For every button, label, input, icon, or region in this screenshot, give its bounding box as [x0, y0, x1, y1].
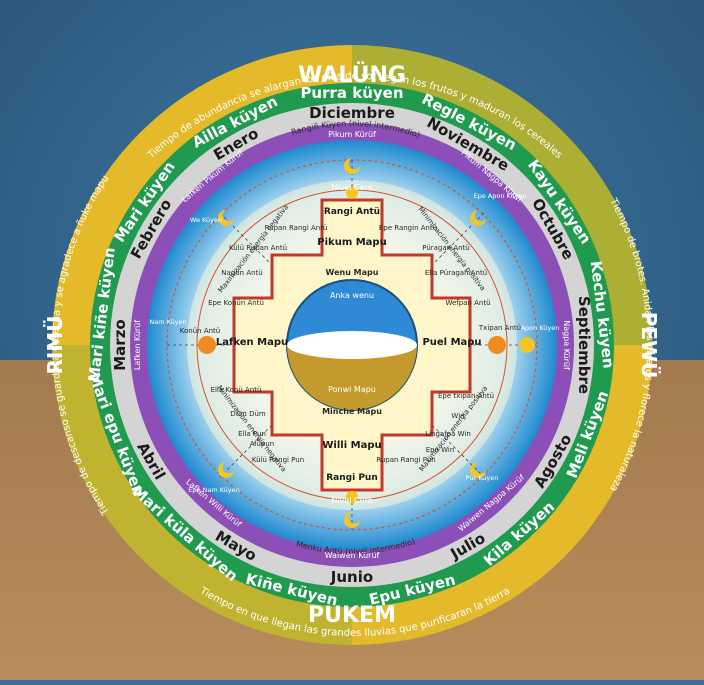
- rupan-rangi-antu-label: Rupan Rangi Antü: [265, 224, 328, 232]
- ponwi-mapu-label: Ponwi Mapu: [328, 385, 376, 394]
- txipan-antu-label: Txipan Antü: [478, 324, 521, 332]
- kulu-rangi-pun-label: Külü Rangi Pun: [252, 456, 304, 464]
- nivel-cero-top: Nivel Cero: [331, 183, 372, 192]
- month-label-3: Septiembre: [575, 296, 593, 394]
- moon-markers: [218, 158, 486, 528]
- we-kuyen-label: We Küyen: [190, 216, 222, 224]
- rangi-pun-label: Rangi Pun: [326, 473, 377, 483]
- epe-nam-kuyen-label: Epe Nam Küyen: [188, 486, 240, 494]
- season-west-label: RIMÜ: [43, 316, 67, 375]
- sun-markers: [198, 187, 535, 503]
- rangi-antu-label: Rangi Antü: [324, 207, 380, 217]
- apon-kuyen-label: Apon Küyen: [521, 324, 560, 332]
- epe-txipan-antu-label: Epe txipan Antü: [438, 392, 494, 400]
- epe-rangin-antu-label: Epe Rangin Antü: [379, 224, 437, 232]
- willi-mapu-label: Willi Mapu: [322, 440, 381, 451]
- sphere-lower-half: [287, 345, 417, 410]
- minche-mapu-label: Minche Mapu: [322, 407, 382, 416]
- rupan-rangi-pun-label: Rupan Rangi Pun: [376, 456, 435, 464]
- kuruf-west: Lafken Kürüf: [133, 320, 142, 370]
- wenu-mapu-label: Wenu Mapu: [326, 268, 379, 277]
- nivel-cero-bottom: Nivel Cero: [331, 496, 372, 505]
- puragan-antu-label: Püragan Antü: [422, 244, 470, 252]
- win-label: Win: [451, 412, 464, 420]
- epe-apon-kuyen-label: Epe Apon Küyen: [473, 192, 526, 200]
- kuruf-north: Pikum Kürüf: [328, 130, 376, 139]
- month-label-6: Junio: [330, 568, 373, 586]
- lingafpa-win-label: Lingafpa Win: [425, 430, 471, 438]
- season-east-label: PEWÜ: [637, 312, 661, 379]
- ella-pun-label: Ella Pun: [238, 430, 266, 438]
- wefpan-antu-label: Wefpan Antü: [445, 299, 490, 307]
- kuruf-south: Waiwen Kürüf: [325, 551, 380, 560]
- month-label-9: Marzo: [111, 319, 129, 370]
- lafken-mapu-label: Lafken Mapu: [216, 337, 288, 348]
- alupun-label: Alüpun: [250, 440, 275, 448]
- puel-mapu-label: Puel Mapu: [422, 337, 481, 348]
- nam-kuyen-label: Nam Küyen: [149, 318, 186, 326]
- konun-antu-label: Konün Antü: [180, 327, 220, 335]
- anka-wenu-label: Anka wenu: [330, 291, 374, 300]
- season-south-label: PUKEM: [308, 603, 396, 628]
- epe-win-label: Epe Win: [426, 446, 455, 454]
- kulu-rupan-antu-label: Külü Rupan Antü: [229, 244, 287, 252]
- month-label-0: Diciembre: [309, 104, 395, 122]
- pur-kuyen-label: Pür Küyen: [466, 474, 499, 482]
- ella-puragan-antu-label: Ella Püragan Antü: [425, 269, 487, 277]
- season-north-label: WALÜNG: [298, 62, 406, 88]
- nagun-antu-label: Nagün Antü: [221, 269, 262, 277]
- kuruf-east: Nagpa Kürüf: [562, 320, 571, 370]
- ella-konu-antu-label: Ella Konü Antü: [211, 386, 262, 394]
- epe-konun-antu-label: Epe Konün Antü: [208, 299, 264, 307]
- kuyen-label-0: Purra küyen: [300, 84, 403, 102]
- pikum-mapu-label: Pikum Mapu: [317, 237, 386, 248]
- sphere-equator: [287, 331, 417, 359]
- dum-dum-label: Düm Düm: [230, 410, 266, 418]
